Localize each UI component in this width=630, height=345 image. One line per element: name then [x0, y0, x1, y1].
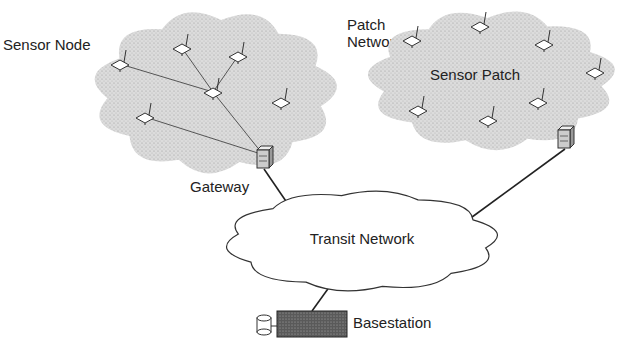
gateway-label: Gateway: [190, 178, 249, 195]
sensor-node-icon: [136, 103, 154, 125]
text-slot: Basestation: [353, 314, 443, 331]
sensor-node-icon: [409, 96, 427, 118]
radio-link: [213, 56, 238, 92]
node-label: Basestation: [353, 314, 443, 331]
patch-cloud: Patch Network: [85, 2, 405, 187]
sensor-node-icon: [204, 78, 222, 100]
gateway-icon: [558, 126, 574, 148]
text-slot: Sensor Patch: [430, 66, 550, 83]
cloud-outline: [368, 11, 615, 150]
sensor-node-icon: [173, 34, 191, 56]
database-cylinder: [257, 315, 277, 335]
sensor-node-icon: [529, 88, 547, 110]
sensor-node-icon: [272, 88, 290, 110]
sensor-node-icon: [535, 30, 553, 52]
sensor-node-icon: [229, 42, 247, 64]
network-link: [312, 286, 330, 311]
node-label: Sensor Patch: [430, 66, 550, 83]
sensor-node-icon: [403, 26, 421, 48]
sensor-node-icon: [479, 106, 497, 128]
text-slot: Transit Network: [212, 230, 512, 247]
basestation: Basestation: [255, 306, 445, 342]
sensor-node-icon: [471, 12, 489, 34]
sensor-node-label: Sensor Node: [3, 36, 91, 53]
radio-link: [182, 48, 213, 92]
gateway-icon: [257, 146, 273, 168]
sensor-node-icon: [111, 50, 129, 72]
node-label: Transit Network: [212, 230, 512, 247]
network-link: [468, 149, 565, 220]
radio-link: [120, 64, 213, 92]
basestation-box: [277, 311, 347, 337]
cloud-outline: [95, 12, 337, 173]
transit-cloud: Transit Network: [212, 180, 512, 302]
radio-link: [145, 117, 261, 154]
sensor-node-icon: [586, 58, 604, 80]
patch-cloud: Sensor Patch: [360, 2, 628, 162]
radio-link: [213, 92, 261, 152]
